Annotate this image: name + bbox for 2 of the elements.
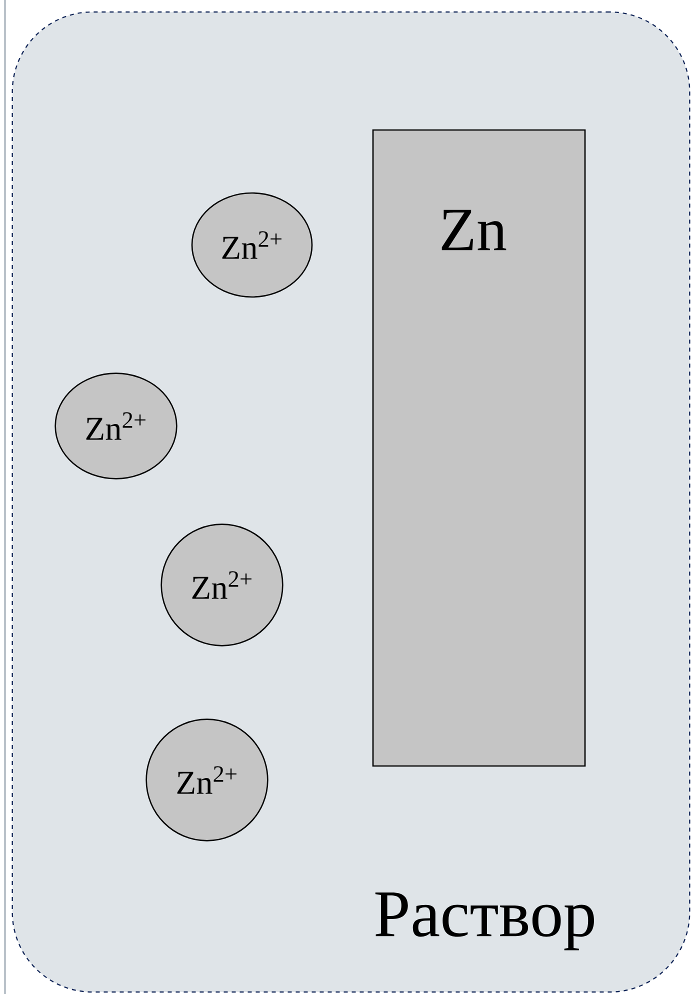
container-label: Раствор	[375, 892, 594, 950]
zinc-plate: Zn	[372, 129, 586, 767]
